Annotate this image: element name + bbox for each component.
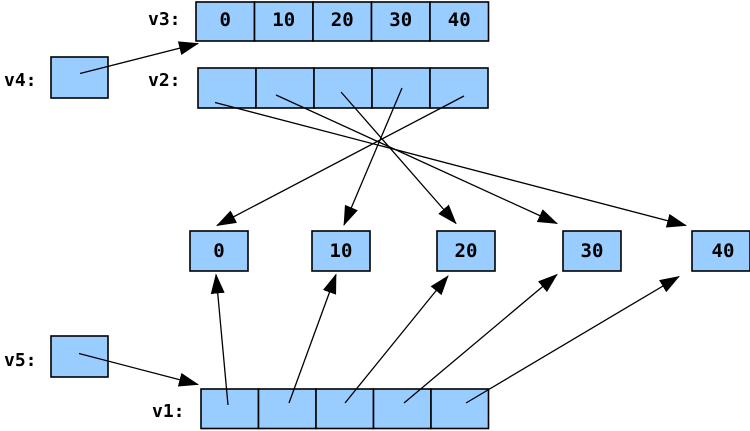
v2-arrow-cell4-to-box-10 xyxy=(343,87,403,226)
v5-pointer-arrow-to-v1 xyxy=(78,352,199,387)
v2-cell-1 xyxy=(197,67,257,109)
v2-cell-5 xyxy=(429,67,489,109)
v3-cell-1 xyxy=(195,1,256,42)
v3-cell-4 xyxy=(370,1,431,42)
v1-cell-2 xyxy=(257,388,317,430)
v3-value-2: 10 xyxy=(272,9,295,31)
v2-label: v2: xyxy=(148,70,181,91)
v1-arrow-cell2-to-box-10 xyxy=(288,273,337,404)
heap-box-30 xyxy=(562,230,622,272)
heap-boxes: 0 10 20 30 40 xyxy=(189,230,750,272)
heap-box-10 xyxy=(311,230,371,272)
v1-cell-1 xyxy=(200,388,260,430)
v3-value-4: 30 xyxy=(389,9,412,31)
v3-cell-3 xyxy=(312,1,373,42)
v3-array: 0 10 20 30 40 xyxy=(195,1,490,42)
v4-label: v4: xyxy=(4,70,37,91)
v3-value-1: 0 xyxy=(219,9,230,31)
v2-arrow-cell3-to-box-20 xyxy=(340,91,457,225)
heap-box-0 xyxy=(189,230,249,272)
v3-label: v3: xyxy=(148,9,181,30)
v3-cell-2 xyxy=(253,1,314,42)
heap-value-10: 10 xyxy=(330,240,353,262)
v3-cell-5 xyxy=(429,1,490,42)
v1-cell-4 xyxy=(372,388,432,430)
heap-value-40: 40 xyxy=(712,240,735,262)
v1-cell-3 xyxy=(315,388,375,430)
v1-label: v1: xyxy=(152,401,185,422)
v5-label: v5: xyxy=(4,350,37,371)
v2-arrow-cell2-to-box-30 xyxy=(275,94,558,225)
heap-value-20: 20 xyxy=(455,240,478,262)
v1-array xyxy=(200,388,490,430)
heap-box-40 xyxy=(691,230,750,272)
heap-value-30: 30 xyxy=(581,240,604,262)
v2-cell-4 xyxy=(371,67,431,109)
v1-arrow-cell4-to-box-30 xyxy=(403,273,558,404)
v2-array xyxy=(197,67,489,109)
heap-box-20 xyxy=(436,230,496,272)
v3-value-5: 40 xyxy=(448,9,471,31)
v4-pointer-arrow-to-v3 xyxy=(79,41,199,75)
v2-cell-2 xyxy=(255,67,315,109)
v3-value-3: 20 xyxy=(331,9,354,31)
v1-arrow-cell3-to-box-20 xyxy=(344,275,449,404)
v2-arrow-cell5-to-box-0 xyxy=(216,95,465,227)
v2-arrow-cell1-to-box-40 xyxy=(214,101,687,228)
v4-box xyxy=(50,56,109,99)
v1-cell-5 xyxy=(430,388,490,430)
v5-box xyxy=(50,335,109,378)
v1-arrow-cell5-to-box-40 xyxy=(465,275,680,404)
v1-arrow-cell1-to-box-0 xyxy=(210,273,229,406)
heap-value-0: 0 xyxy=(213,240,224,262)
v2-cell-3 xyxy=(313,67,373,109)
